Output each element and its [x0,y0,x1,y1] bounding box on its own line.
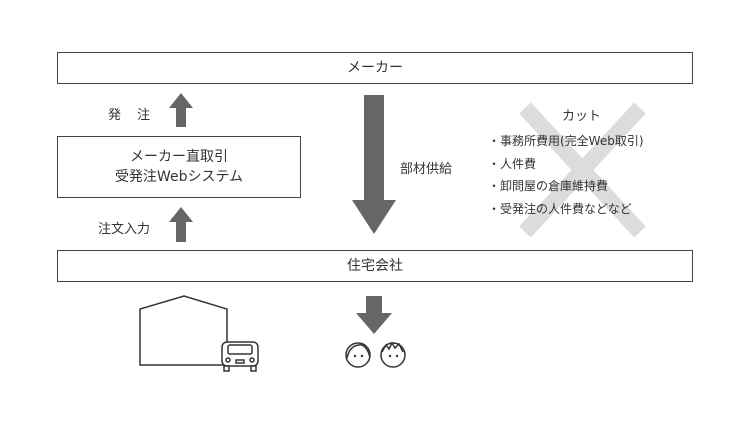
input-label: 注文入力 [98,222,151,237]
order-label: 発 注 [108,108,157,123]
arrow-up-input [169,207,193,242]
arrow-up-order [169,93,193,127]
car-icon [221,341,259,372]
cross-icon [519,102,646,238]
cut-item: ・人件費 [488,156,537,171]
cut-list: ・事務所費用(完全Web取引) ・人件費 ・卸問屋の倉庫維持費 ・受発注の人件費… [488,130,644,220]
maker-label: メーカー [347,60,403,76]
system-line2: 受発注Webシステム [114,169,244,185]
arrow-down-supply [352,95,396,234]
maker-box: メーカー [57,52,693,84]
system-line1: メーカー直取引 [130,149,228,165]
house-icon [139,295,228,366]
cut-item: ・卸問屋の倉庫維持費 [488,179,609,193]
arrow-down-residents [356,296,392,334]
cut-title: カット [562,109,602,124]
builder-box: 住宅会社 [57,250,693,282]
supply-label: 部材供給 [400,162,453,177]
system-box: メーカー直取引受発注Webシステム [57,136,301,198]
builder-label: 住宅会社 [347,258,403,274]
cut-item: ・事務所費用(完全Web取引) [488,134,644,148]
cut-item: ・受発注の人件費などなど [488,201,632,216]
people-icon [345,341,406,368]
